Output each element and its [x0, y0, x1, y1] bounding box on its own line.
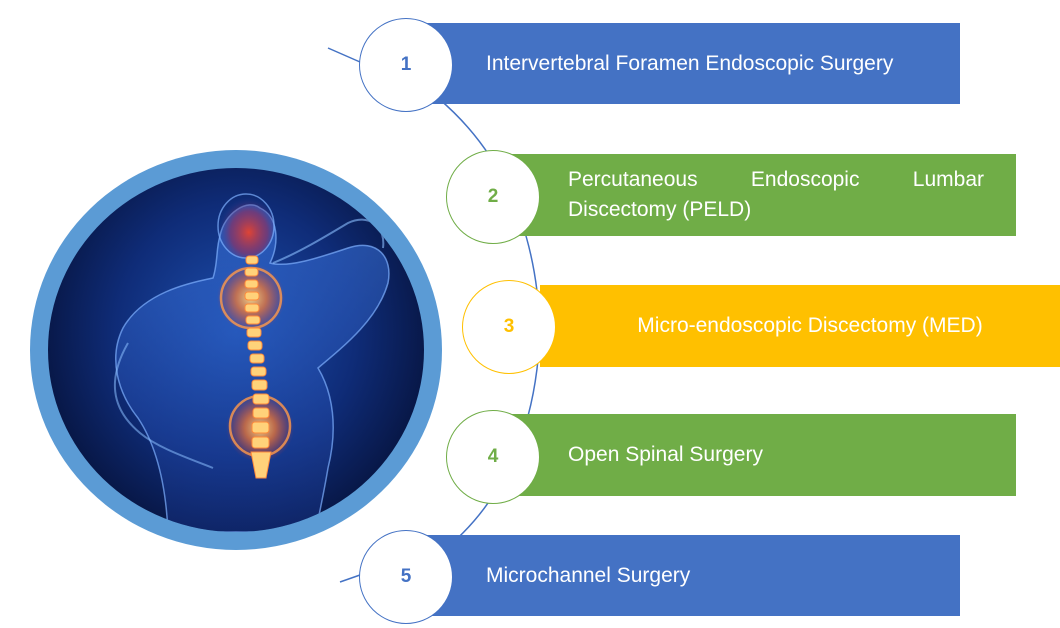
step-label-2: Percutaneous Endoscopic Lumbar Discectom…	[568, 168, 984, 221]
spine-image-medallion	[30, 150, 442, 550]
step-number-3: 3	[462, 280, 556, 374]
step-bar-1: Intervertebral Foramen Endoscopic Surger…	[418, 23, 960, 104]
step-bar-4: Open Spinal Surgery	[510, 414, 1016, 496]
step-number-1: 1	[359, 18, 453, 112]
step-number-4: 4	[446, 410, 540, 504]
step-bar-3: Micro-endoscopic Discectomy (MED)	[540, 285, 1060, 367]
step-label-1: Intervertebral Foramen Endoscopic Surger…	[486, 51, 894, 75]
step-label-3: Micro-endoscopic Discectomy (MED)	[637, 314, 983, 337]
step-label-4: Open Spinal Surgery	[568, 443, 763, 466]
step-number-2: 2	[446, 150, 540, 244]
step-number-5: 5	[359, 530, 453, 624]
step-label-5: Microchannel Surgery	[486, 563, 691, 587]
spine-pain-illustration	[48, 168, 424, 532]
step-bar-2: Percutaneous Endoscopic Lumbar Discectom…	[510, 154, 1016, 236]
step-bar-5: Microchannel Surgery	[418, 535, 960, 616]
